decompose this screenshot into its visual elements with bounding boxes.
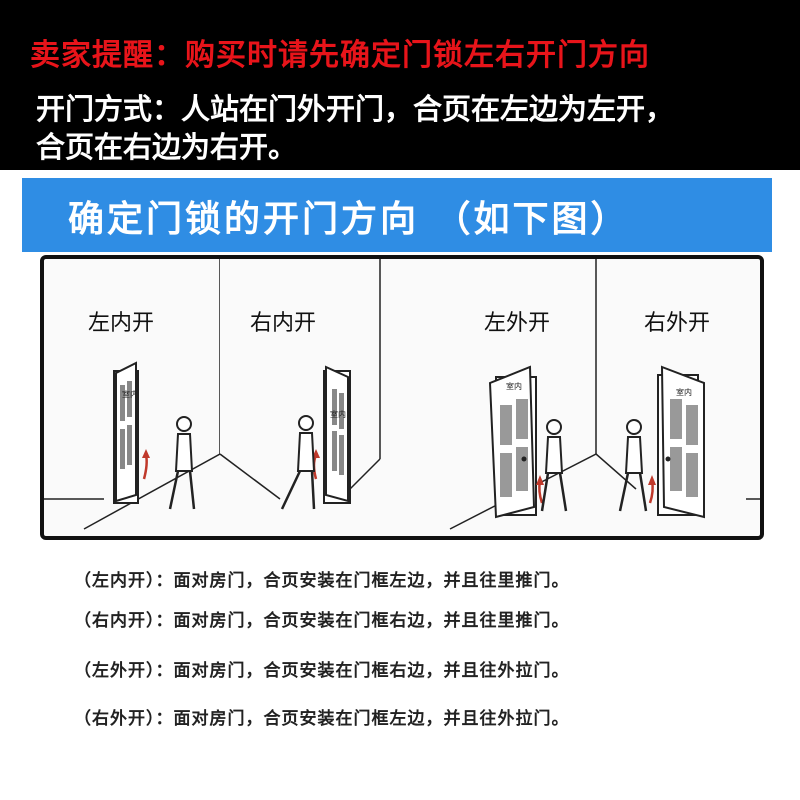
door-text: 室内 <box>676 388 692 397</box>
open-method-description: 开门方式：人站在门外开门，合页在左边为左开， 合页在右边为右开。 <box>36 90 776 166</box>
explanation-right-inward: （右内开）：面对房门，合页安装在门框右边，并且往里推门。 <box>74 611 570 631</box>
scene-label: 右外开 <box>644 311 711 336</box>
right-outward-illustration <box>596 259 760 519</box>
left-outward-illustration <box>449 259 596 530</box>
door-diagram: 左内开 室内 右内开 室内 <box>40 255 764 540</box>
scene-label: 左外开 <box>484 311 551 336</box>
door-text: 室内 <box>330 410 346 419</box>
door-text: 室内 <box>506 382 522 391</box>
door-text: 室内 <box>122 390 138 399</box>
header-band: 卖家提醒：购买时请先确定门锁左右开门方向 开门方式：人站在门外开门，合页在左边为… <box>0 0 800 170</box>
explanation-left-outward: （左外开）：面对房门，合页安装在门框右边，并且往外拉门。 <box>74 661 570 681</box>
open-method-line-2: 合页在右边为右开。 <box>36 130 298 164</box>
left-inward-illustration <box>44 259 220 530</box>
banner-title: 确定门锁的开门方向 （如下图） <box>68 199 630 240</box>
scene-left-inward: 左内开 室内 <box>44 259 220 536</box>
direction-banner: 确定门锁的开门方向 （如下图） <box>22 178 772 252</box>
open-method-line-1: 开门方式：人站在门外开门，合页在左边为左开， <box>36 92 675 126</box>
scene-right-outward: 右外开 室内 <box>596 259 760 536</box>
right-inward-illustration <box>220 259 381 510</box>
explanation-left-inward: （左内开）：面对房门，合页安装在门框左边，并且往里推门。 <box>74 571 570 591</box>
scene-left-outward: 左外开 室内 <box>420 259 596 536</box>
scene-right-inward: 右内开 室内 <box>220 259 400 536</box>
explanation-right-outward: （右外开）：面对房门，合页安装在门框左边，并且往外拉门。 <box>74 709 570 729</box>
seller-reminder: 卖家提醒：购买时请先确定门锁左右开门方向 <box>30 38 650 73</box>
scene-label: 右内开 <box>250 311 317 336</box>
scene-label: 左内开 <box>88 311 155 336</box>
